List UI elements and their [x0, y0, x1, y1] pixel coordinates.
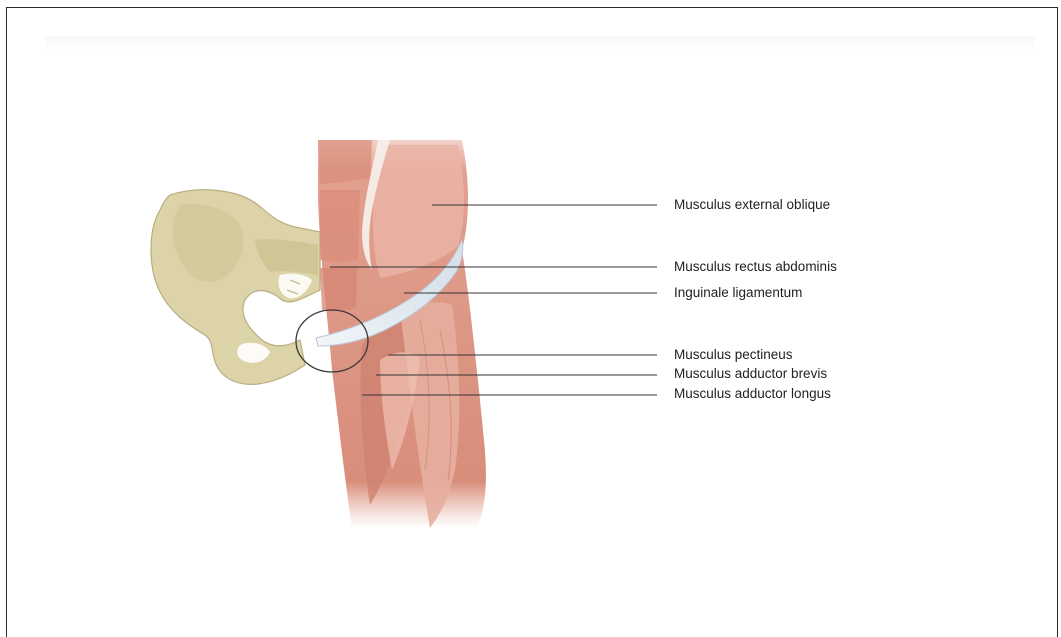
label-external-oblique: Musculus external oblique: [674, 198, 830, 212]
label-adductor-brevis: Musculus adductor brevis: [674, 367, 827, 381]
pelvis-bone: [151, 190, 320, 385]
label-rectus-abdominis: Musculus rectus abdominis: [674, 260, 837, 274]
label-adductor-longus: Musculus adductor longus: [674, 387, 831, 401]
label-pectineus: Musculus pectineus: [674, 348, 793, 362]
hip-groin-anatomy-illustration: [0, 0, 1061, 619]
label-inguinal-ligament: Inguinale ligamentum: [674, 286, 802, 300]
